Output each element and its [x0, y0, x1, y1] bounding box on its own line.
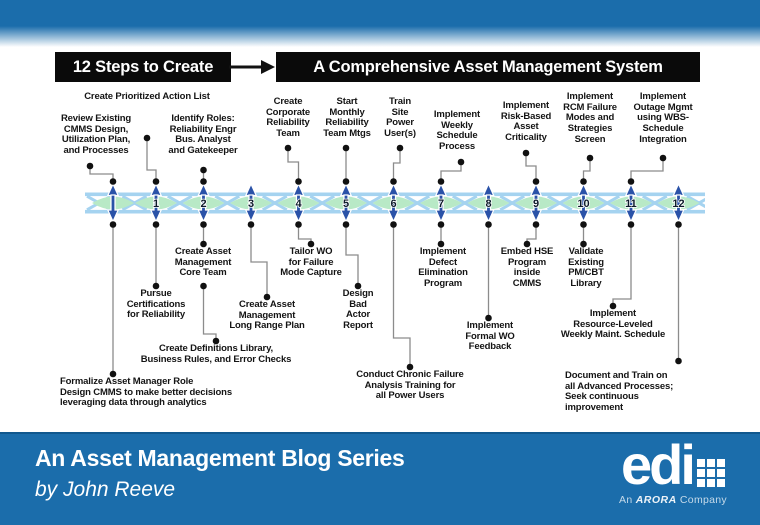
step-numbers: 1 2 3 4 5 6 7 8 9 10 11 12: [152, 197, 685, 211]
step-number: 3: [248, 198, 254, 210]
label-document-and-train: Document and Train on all Advanced Proce…: [565, 370, 674, 414]
label-pursue-certifications: Pursue Certifications for Reliability: [126, 288, 186, 321]
header-box-steps-label: 12 Steps to Create: [72, 57, 214, 76]
step-number: 8: [485, 198, 491, 210]
label-embed-hse-program: Embed HSE Program inside CMMS: [500, 246, 554, 290]
step-number: 4: [295, 198, 302, 210]
label-validate-pm-cbt-library: Validate Existing PM/CBT Library: [568, 246, 604, 290]
label-implement-formal-wo-feedback: Implement Formal WO Feedback: [465, 320, 515, 353]
label-formalize-asset-manager-role: Formalize Asset Manager Role Design CMMS…: [60, 376, 232, 409]
top-gradient-bar: [0, 0, 760, 50]
header-box-title: A Comprehensive Asset Management System: [276, 52, 700, 82]
step-number: 12: [672, 198, 684, 210]
step-number: 9: [533, 198, 539, 210]
label-create-corporate-reliability-team: Create Corporate Reliability Team: [265, 96, 311, 140]
edi-logo-tagline: An ARORA Company: [608, 494, 738, 506]
edi-logo-grid-icon: [696, 459, 725, 488]
series-title: An Asset Management Blog Series: [35, 445, 405, 471]
band-weave-crossings: [86, 194, 705, 212]
label-implement-outage-mgmt: Implement Outage Mgmt using WBS- Schedul…: [633, 91, 693, 145]
label-implement-risk-based-criticality: Implement Risk-Based Asset Criticality: [500, 100, 552, 144]
label-review-existing-cmms: Review Existing CMMS Design, Utilization…: [60, 113, 132, 157]
edi-logo-wordmark: edi: [621, 433, 696, 496]
label-tailor-wo-failure-mode: Tailor WO for Failure Mode Capture: [280, 246, 342, 279]
step-number: 7: [438, 198, 444, 210]
label-start-monthly-reliability-mtgs: Start Monthly Reliability Team Mtgs: [323, 96, 371, 140]
step-number: 2: [200, 198, 206, 210]
tagline-an: An: [619, 494, 636, 507]
step-number: 5: [343, 198, 349, 210]
header-box-title-label: A Comprehensive Asset Management System: [313, 57, 663, 76]
label-identify-roles: Identify Roles: Reliability Engr Bus. An…: [168, 113, 238, 157]
label-conduct-chronic-failure-analysis: Conduct Chronic Failure Analysis Trainin…: [356, 369, 464, 402]
step-number: 11: [625, 198, 637, 210]
label-create-definitions-library: Create Definitions Library, Business Rul…: [140, 343, 292, 365]
label-implement-defect-elimination: Implement Defect Elimination Program: [418, 246, 468, 290]
label-design-bad-actor-report: Design Bad Actor Report: [342, 288, 374, 332]
header-arrow-icon: [229, 60, 275, 74]
label-resource-leveled-schedule: Implement Resource-Leveled Weekly Maint.…: [560, 308, 666, 341]
byline: by John Reeve: [35, 478, 176, 501]
connector-dots: [86, 134, 682, 378]
label-implement-rcm-failure-modes: Implement RCM Failure Modes and Strategi…: [563, 91, 617, 145]
tagline-company: Company: [676, 494, 727, 507]
footer-banner: An Asset Management Blog Series by John …: [0, 432, 760, 525]
label-train-site-power-users: Train Site Power User(s): [384, 96, 416, 140]
step-number: 10: [577, 198, 589, 210]
edi-logo: edi An ARORA Company: [608, 433, 738, 506]
label-implement-weekly-schedule: Implement Weekly Schedule Process: [433, 109, 481, 153]
leader-lines: [89, 138, 680, 374]
tagline-brand: ARORA: [635, 494, 677, 507]
header-box-steps: 12 Steps to Create: [55, 52, 231, 82]
label-create-prioritized-action-list: Create Prioritized Action List: [84, 91, 210, 102]
label-create-am-long-range-plan: Create Asset Management Long Range Plan: [229, 299, 305, 332]
step-number: 6: [390, 198, 396, 210]
step-number: 1: [153, 198, 159, 210]
label-create-am-core-team: Create Asset Management Core Team: [174, 246, 232, 279]
